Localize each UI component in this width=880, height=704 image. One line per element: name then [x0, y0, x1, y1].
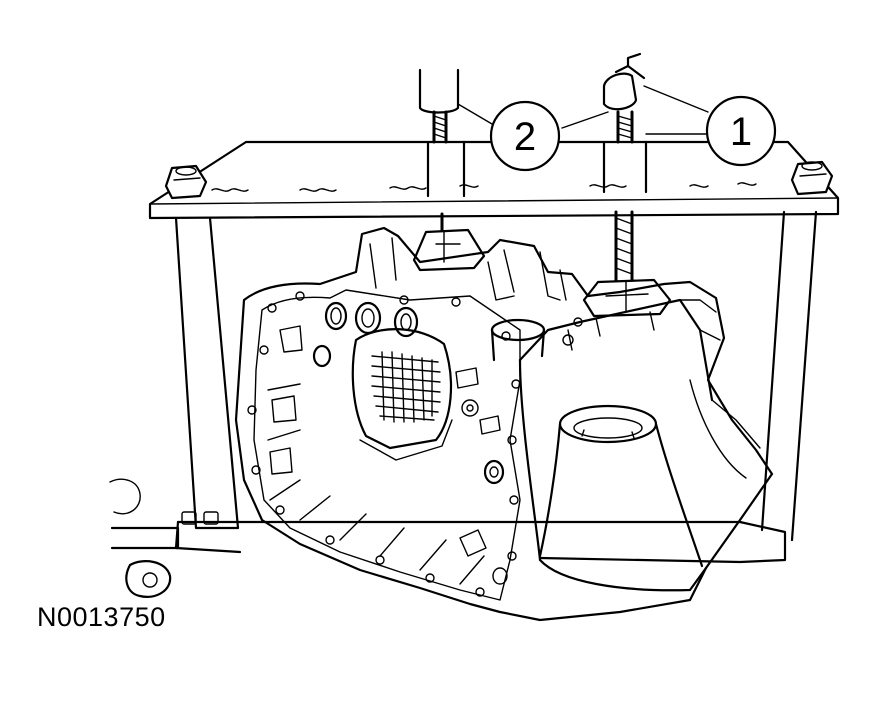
callout-2-circle [489, 100, 561, 172]
callout-leaders [457, 85, 709, 135]
callout-1-circle [705, 95, 777, 167]
callout-1-label: 1 [730, 110, 752, 154]
transmission-case [234, 226, 774, 622]
right-nut [790, 160, 834, 196]
forcing-screw-1 [582, 52, 672, 318]
callout-1: 1 [705, 95, 777, 167]
bell-housing [518, 298, 761, 592]
base-rail [109, 478, 787, 598]
callout-2: 2 [489, 100, 561, 172]
callout-2-label: 2 [514, 115, 536, 159]
press-frame [148, 140, 840, 542]
flange-bolt-holes [247, 291, 521, 597]
left-nut [164, 164, 208, 200]
clutch-pack [371, 351, 441, 423]
forcing-screw-2 [412, 68, 486, 272]
figure-id: N0013750 [37, 602, 166, 632]
